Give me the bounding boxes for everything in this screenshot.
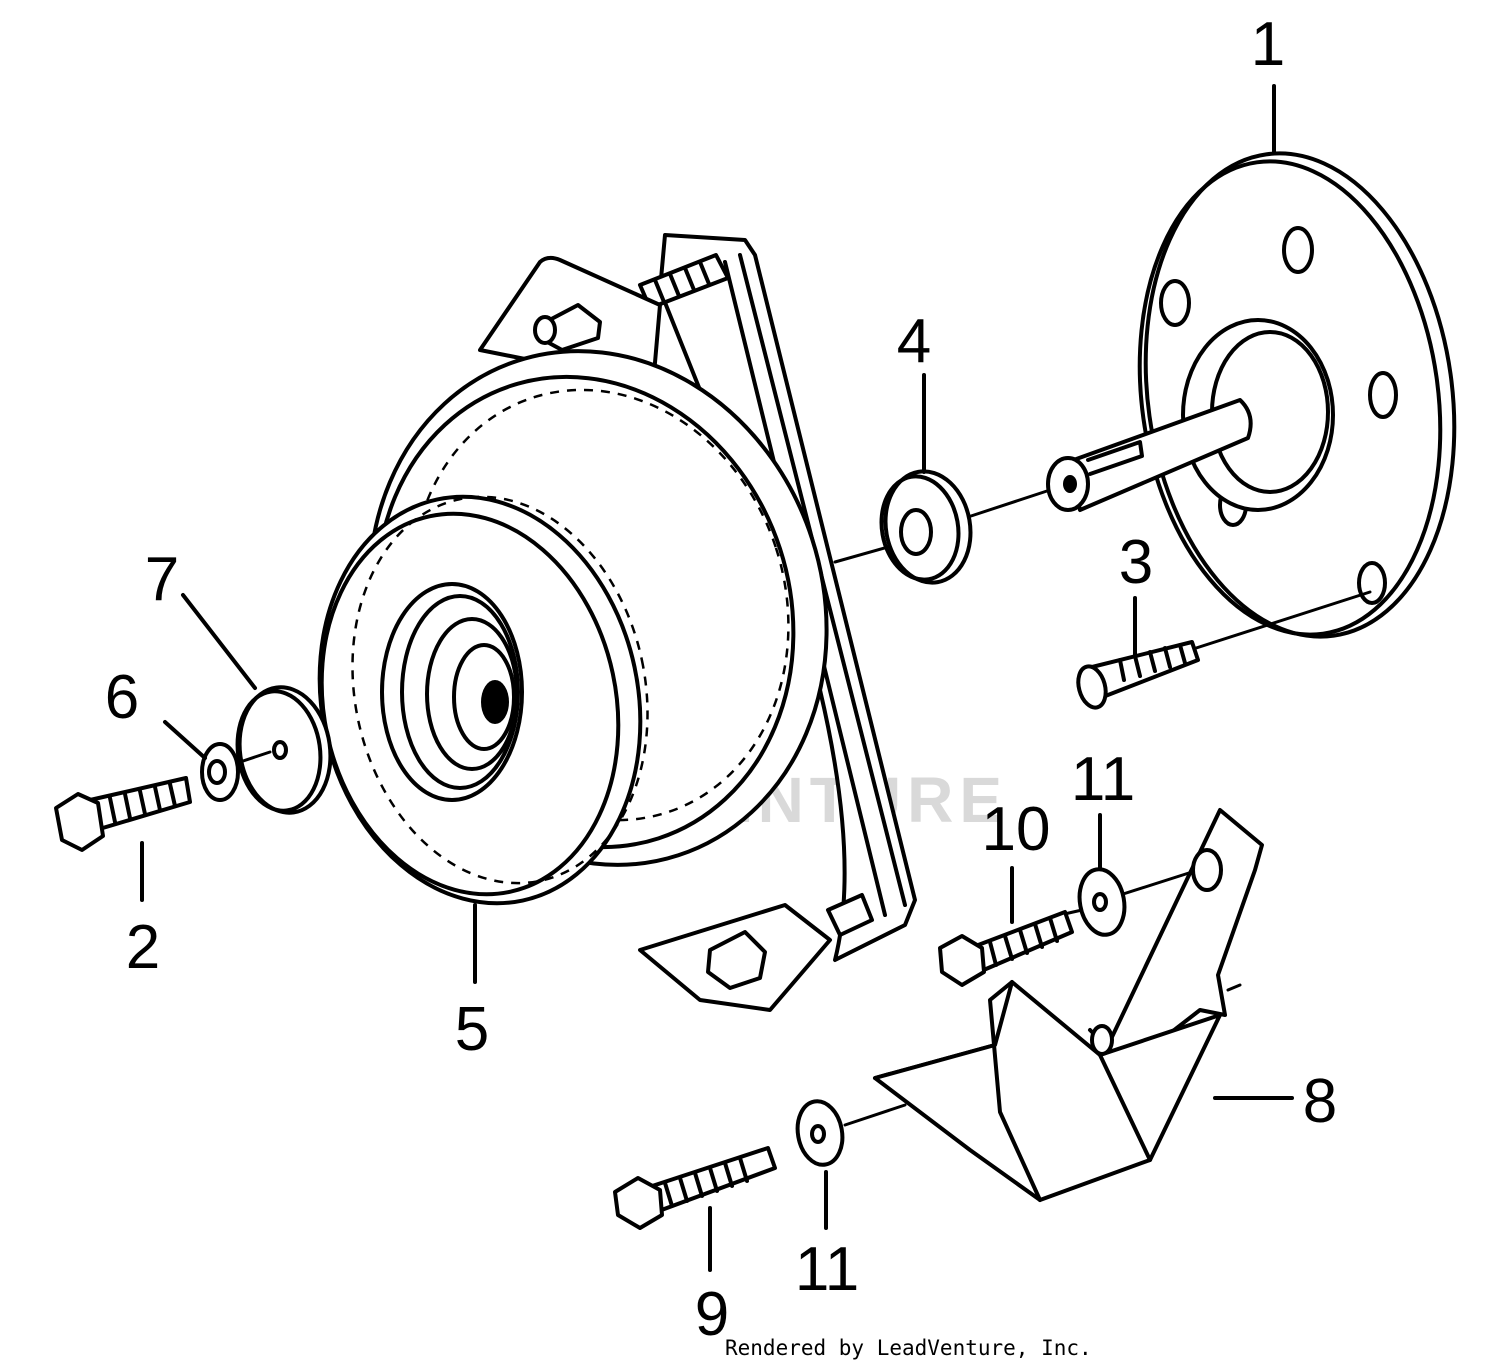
callout-3: 3 [1119, 528, 1153, 597]
axis-line-washer [238, 750, 272, 764]
callout-6: 6 [105, 663, 139, 732]
part-11-washer-lower [795, 1099, 845, 1167]
callout-8: 8 [1303, 1067, 1337, 1136]
render-credit: Rendered by LeadVenture, Inc. [725, 1336, 1092, 1360]
part-2-hex-bolt [54, 776, 192, 852]
part-1-hub-plate [1046, 151, 1457, 639]
part-8-bracket [873, 808, 1264, 1202]
callout-11-lower: 11 [795, 1235, 859, 1304]
callout-11-upper: 11 [1071, 745, 1135, 814]
part-6-lock-washer [200, 742, 240, 802]
callout-4: 4 [897, 307, 931, 376]
part-10-hex-bolt [938, 870, 1194, 987]
part-7-washer [235, 685, 333, 815]
part-3-screw [1076, 590, 1372, 710]
axis-line-rear [966, 488, 1052, 519]
callout-2: 2 [126, 913, 160, 982]
leader-lines [140, 84, 1294, 1272]
callout-1: 1 [1251, 10, 1285, 79]
callout-9: 9 [695, 1280, 729, 1349]
callout-10: 10 [982, 795, 1051, 864]
part-5-clutch [317, 233, 917, 1012]
part-4-spacer [879, 469, 973, 585]
callout-5: 5 [455, 995, 489, 1064]
part-11-washer-upper [1077, 867, 1127, 937]
callout-7: 7 [145, 545, 179, 614]
part-9-hex-bolt [613, 1103, 907, 1230]
